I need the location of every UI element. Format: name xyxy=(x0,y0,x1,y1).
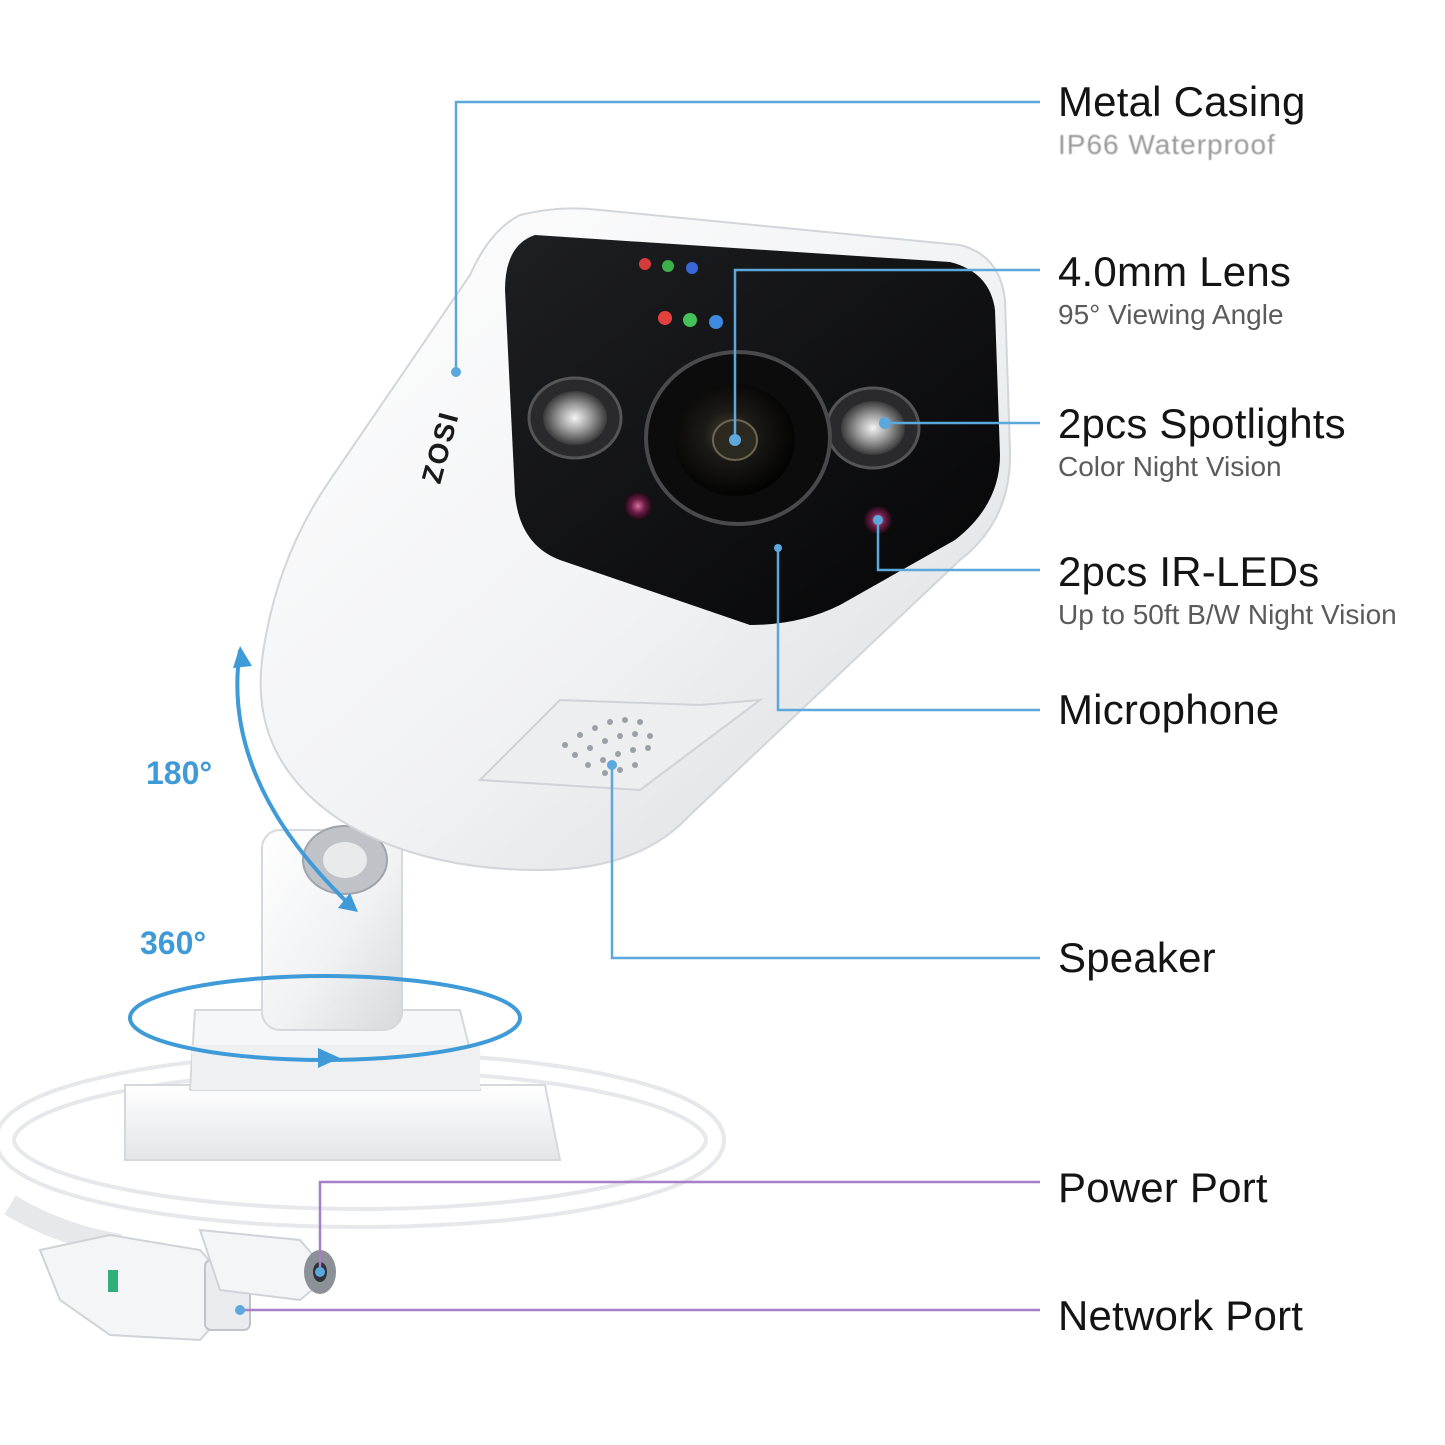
ir-leds-title: 2pcs IR-LEDs xyxy=(1058,548,1320,595)
pan-angle-label: 360° xyxy=(140,925,207,961)
callout-metal-casing: Metal Casing IP66 Waterproof xyxy=(1058,78,1306,162)
callout-spotlights: 2pcs Spotlights Color Night Vision xyxy=(1058,400,1346,484)
spotlights-title: 2pcs Spotlights xyxy=(1058,400,1346,447)
metal-casing-title: Metal Casing xyxy=(1058,78,1306,125)
tilt-angle-label: 180° xyxy=(146,755,213,791)
callout-microphone: Microphone xyxy=(1058,686,1279,734)
lens-title: 4.0mm Lens xyxy=(1058,248,1292,295)
callout-lens: 4.0mm Lens 95° Viewing Angle xyxy=(1058,248,1291,332)
callout-ir-leds: 2pcs IR-LEDs Up to 50ft B/W Night Vision xyxy=(1058,548,1397,632)
speaker-title: Speaker xyxy=(1058,934,1216,981)
callout-speaker: Speaker xyxy=(1058,934,1216,982)
callout-network-port: Network Port xyxy=(1058,1292,1303,1340)
power-port-title: Power Port xyxy=(1058,1164,1268,1211)
ir-leds-subtitle: Up to 50ft B/W Night Vision xyxy=(1058,599,1397,630)
network-port-title: Network Port xyxy=(1058,1292,1304,1339)
microphone-title: Microphone xyxy=(1058,686,1280,733)
lens-subtitle: 95° Viewing Angle xyxy=(1058,299,1284,330)
callout-power-port: Power Port xyxy=(1058,1164,1268,1212)
metal-casing-subtitle: IP66 Waterproof xyxy=(1058,129,1276,160)
spotlights-subtitle: Color Night Vision xyxy=(1058,451,1282,482)
